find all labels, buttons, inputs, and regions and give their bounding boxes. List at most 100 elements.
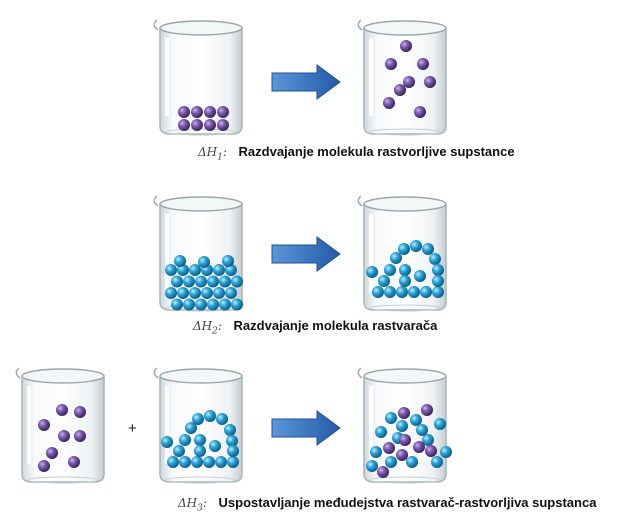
solvent-molecule <box>399 264 411 276</box>
solvent-molecule <box>173 445 185 457</box>
beaker-solvent-separated-middle <box>153 367 243 484</box>
solvent-molecule <box>207 275 219 288</box>
solute-molecule <box>38 419 50 431</box>
solvent-molecule <box>165 264 177 276</box>
dh2-label: Razdvajanje molekula rastvarača <box>233 318 438 333</box>
solute-molecule <box>68 456 80 468</box>
solute-molecule <box>58 430 70 442</box>
caption-dh1: ΔH1: Razdvajanje molekula rastvorljive s… <box>198 144 515 162</box>
solute-molecule <box>383 442 395 454</box>
beaker-solvent-separated <box>357 195 447 312</box>
solvent-molecule <box>179 456 191 468</box>
solute-molecule <box>377 466 389 478</box>
solvent-molecule <box>396 286 408 298</box>
solvent-molecule <box>385 456 397 468</box>
beaker-solute-separated <box>357 19 447 136</box>
solvent-molecule <box>434 418 446 430</box>
solvent-molecule <box>191 456 203 468</box>
solvent-molecule <box>183 275 195 288</box>
solvent-molecule <box>192 413 204 425</box>
solvent-molecule <box>224 424 236 436</box>
solute-molecule <box>217 119 229 131</box>
solvent-molecule <box>429 253 441 265</box>
solvent-molecule <box>231 275 243 288</box>
solvent-molecule <box>410 414 422 426</box>
solvent-molecule <box>195 275 207 288</box>
dh1-symbol: ΔH1: <box>198 145 227 163</box>
dh3-symbol: ΔH3: <box>178 496 207 514</box>
solvent-molecule <box>410 240 422 252</box>
solute-molecule <box>191 119 203 131</box>
solvent-molecule <box>222 255 234 267</box>
solvent-molecule <box>227 445 239 457</box>
solvent-molecule <box>198 256 210 268</box>
solvent-molecule <box>203 456 215 468</box>
solute-molecule <box>191 106 203 118</box>
solute-molecule <box>414 106 426 118</box>
solvent-molecule <box>165 287 177 299</box>
caption-dh2: ΔH2: Razdvajanje molekula rastvarača <box>193 318 437 336</box>
solute-molecule <box>204 106 216 118</box>
solvent-molecule <box>422 434 434 446</box>
solvent-molecule <box>406 456 418 468</box>
caption-dh3: ΔH3: Uspostavljanje međudejstva rastvara… <box>178 495 596 513</box>
solvent-molecule <box>194 434 206 446</box>
solute-molecule <box>425 445 437 457</box>
solvent-molecule <box>231 298 243 311</box>
solvent-molecule <box>174 255 186 267</box>
solute-molecule <box>74 406 86 418</box>
solvent-molecule <box>226 435 238 447</box>
solute-molecule <box>38 460 50 472</box>
beaker-solvent-packed <box>153 195 243 312</box>
dh1-label: Razdvajanje molekula rastvorljive supsta… <box>238 144 515 159</box>
solvent-molecule <box>207 298 219 311</box>
solvent-molecule <box>189 264 201 276</box>
solvent-molecule <box>396 420 408 432</box>
solvent-molecule <box>416 424 428 436</box>
solvent-molecule <box>431 456 443 468</box>
arrow-step-2 <box>271 236 341 272</box>
solute-molecule <box>385 58 397 70</box>
solvent-molecule <box>189 287 201 299</box>
solute-molecule <box>204 119 216 131</box>
solvent-molecule <box>179 434 191 446</box>
plus-sign: + <box>128 420 137 437</box>
solute-molecule <box>56 404 68 416</box>
solvent-molecule <box>440 446 452 458</box>
solvent-molecule <box>420 286 432 298</box>
beaker-solute-separated-left <box>15 367 105 484</box>
solute-molecule <box>217 106 229 118</box>
solvent-molecule <box>227 456 239 468</box>
solute-molecule <box>400 40 412 52</box>
solvent-molecule <box>372 286 384 298</box>
solute-molecule <box>74 430 86 442</box>
solvent-molecule <box>201 287 213 299</box>
beaker-solution-mixed <box>357 367 452 484</box>
solute-molecule <box>413 441 425 453</box>
solvent-molecule <box>432 264 444 276</box>
solvent-molecule <box>432 275 444 287</box>
arrow-step-3 <box>271 410 341 446</box>
solute-molecule <box>394 84 406 96</box>
solvent-molecule <box>219 298 231 311</box>
solute-molecule <box>403 76 415 88</box>
solvent-molecule <box>370 446 382 458</box>
solvent-molecule <box>194 445 206 457</box>
beaker-solute-packed <box>153 19 243 136</box>
solvent-molecule <box>408 286 420 298</box>
solvent-molecule <box>215 456 227 468</box>
solvent-molecule <box>398 243 410 255</box>
solute-molecule <box>421 404 433 416</box>
solvent-molecule <box>185 422 197 434</box>
solvent-molecule <box>422 243 434 255</box>
solute-molecule <box>396 449 408 461</box>
solvent-molecule <box>366 266 378 278</box>
solvent-molecule <box>385 412 397 424</box>
solvent-molecule <box>216 413 228 425</box>
dh2-symbol: ΔH2: <box>193 319 222 337</box>
solvent-molecule <box>204 410 216 422</box>
solvent-molecule <box>375 426 387 438</box>
solute-molecule <box>398 407 410 419</box>
solvent-molecule <box>171 298 183 311</box>
